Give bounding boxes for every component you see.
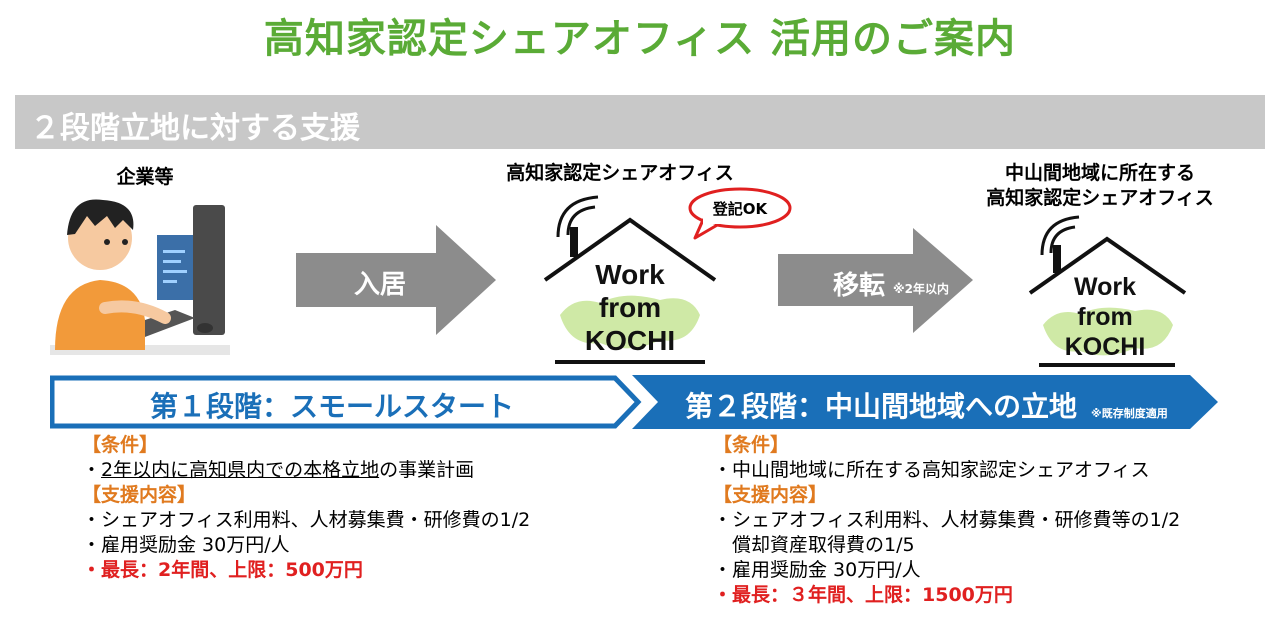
rural-house-line-kochi: KOCHI bbox=[1064, 333, 1146, 361]
stage1-highlight-prefix: ・ bbox=[82, 559, 102, 581]
stage1-support-header: 【支援内容】 bbox=[82, 484, 197, 506]
stage2-support-item: ・雇用奨励金 30万円/人 bbox=[713, 559, 921, 581]
stage1-highlight: ・最長：2年間、上限：500万円 bbox=[82, 558, 642, 583]
stage1-cond-item: ・2年以内に高知県内での本格立地の事業計画 bbox=[82, 458, 642, 483]
stage2-label: 第２段階：中山間地域への立地 bbox=[685, 390, 1078, 423]
stage1-cond-suffix: の事業計画 bbox=[379, 459, 475, 481]
house-line-work: Work bbox=[595, 259, 665, 290]
rural-house-line-from: from bbox=[1077, 303, 1133, 331]
page-title: 高知家認定シェアオフィス 活用のご案内 bbox=[263, 16, 1017, 62]
stage1-cond-prefix: ・ bbox=[82, 459, 102, 481]
stage2-highlight: ・最長：３年間、上限：1500万円 bbox=[713, 583, 1273, 608]
move-in-arrow bbox=[296, 225, 496, 335]
stage2-cond-item: ・中山間地域に所在する高知家認定シェアオフィス bbox=[713, 459, 1150, 481]
house-line-from: from bbox=[598, 292, 662, 323]
stage2-support-item: ・シェアオフィス利用料、人材募集費・研修費等の1/2 bbox=[713, 509, 1181, 531]
stage1-label: 第１段階：スモールスタート bbox=[150, 390, 515, 423]
rural-shareoffice-label-2: 高知家認定シェアオフィス bbox=[986, 187, 1214, 209]
stage1-cond-header: 【条件】 bbox=[82, 434, 159, 456]
rural-house-icon bbox=[1028, 215, 1187, 367]
house-logo-text: Work from KOCHI bbox=[560, 258, 700, 357]
rural-house-line-work: Work bbox=[1073, 273, 1137, 301]
relocate-arrow bbox=[778, 228, 973, 333]
bubble-text: 登記OK bbox=[712, 200, 768, 218]
shareoffice-label: 高知家認定シェアオフィス bbox=[506, 162, 734, 184]
speech-bubble bbox=[688, 187, 792, 240]
stage2-note: ※既存制度適用 bbox=[1091, 407, 1168, 420]
relocate-label: 移転 bbox=[833, 271, 886, 301]
stage2-cond-header: 【条件】 bbox=[713, 434, 790, 456]
stage1-details: 【条件】 ・2年以内に高知県内での本格立地の事業計画 【支援内容】 ・シェアオフ… bbox=[82, 433, 642, 583]
person-computer-icon bbox=[50, 199, 230, 355]
stage2-support-header: 【支援内容】 bbox=[713, 484, 828, 506]
stage-banners bbox=[50, 375, 1218, 429]
section-bar bbox=[15, 95, 1265, 149]
rural-house-logo-text: Work from KOCHI bbox=[1040, 272, 1170, 362]
stage2-details: 【条件】 ・中山間地域に所在する高知家認定シェアオフィス 【支援内容】 ・シェア… bbox=[713, 433, 1273, 608]
house-line-kochi: KOCHI bbox=[584, 325, 676, 356]
stage2-highlight-text: 最長：３年間、上限：1500万円 bbox=[732, 584, 1013, 606]
company-label: 企業等 bbox=[116, 166, 174, 188]
stage1-support-item: ・シェアオフィス利用料、人材募集費・研修費の1/2 bbox=[82, 509, 531, 531]
stage1-support-item: ・雇用奨励金 30万円/人 bbox=[82, 534, 290, 556]
stage1-highlight-text: 最長：2年間、上限：500万円 bbox=[101, 559, 363, 581]
section-title: ２段階立地に対する支援 bbox=[30, 111, 360, 146]
relocate-note: ※2年以内 bbox=[893, 282, 950, 296]
stage2-highlight-prefix: ・ bbox=[713, 584, 733, 606]
stage2-support-item: 償却資産取得費の1/5 bbox=[713, 534, 915, 556]
house-icon bbox=[543, 195, 717, 364]
stage1-cond-underlined: 2年以内に高知県内での本格立地 bbox=[101, 459, 380, 481]
rural-shareoffice-label-1: 中山間地域に所在する bbox=[1004, 162, 1195, 184]
move-in-label: 入居 bbox=[354, 270, 407, 300]
